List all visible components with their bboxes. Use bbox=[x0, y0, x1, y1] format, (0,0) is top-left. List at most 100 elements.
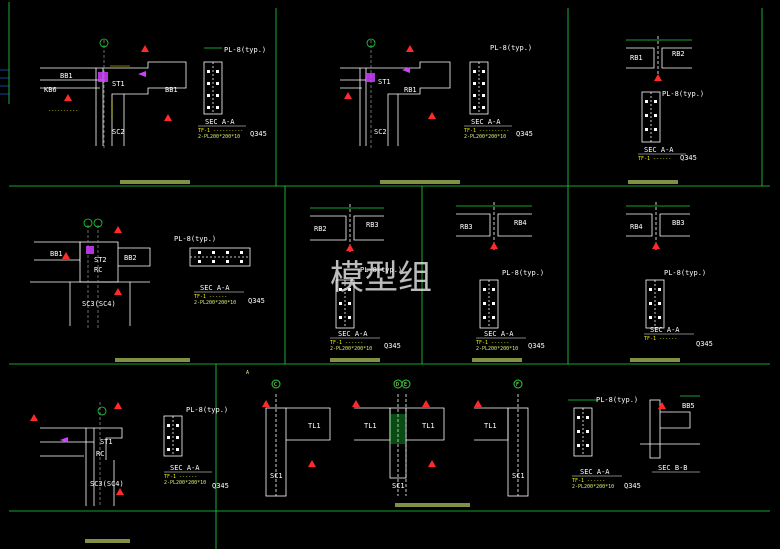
svg-text:TF-1 ------: TF-1 ------ bbox=[330, 340, 363, 346]
svg-text:TF-1 ----------: TF-1 ---------- bbox=[464, 128, 509, 134]
plate-label-4: PL-8(typ.) bbox=[174, 235, 216, 243]
svg-text:----------: ---------- bbox=[48, 108, 78, 114]
material-label-3: Q345 bbox=[680, 154, 697, 162]
member-label-st2-4: ST2 bbox=[94, 256, 107, 264]
detail-captions bbox=[85, 180, 680, 543]
sec-aa-label-5: SEC A-A bbox=[338, 330, 368, 338]
member-label-rb3-5: RB3 bbox=[366, 221, 379, 229]
member-label-rb1-3: RB1 bbox=[630, 54, 643, 62]
detail-1: BB1 KB6 BB1 ST1 SC2 ---------- PL-8(typ.… bbox=[40, 38, 267, 150]
svg-text:2-PL200*200*10: 2-PL200*200*10 bbox=[194, 300, 236, 306]
plate-label-10: PL-8(typ.) bbox=[596, 396, 638, 404]
svg-text:TF-1 ------: TF-1 ------ bbox=[476, 340, 509, 346]
detail-4: BB1 BB2 ST2 RC SC3(SC4) PL-8(typ.) SEC A… bbox=[30, 218, 265, 330]
svg-text:2-PL200*200*10: 2-PL200*200*10 bbox=[164, 480, 206, 486]
svg-text:TF-1 ------: TF-1 ------ bbox=[572, 478, 605, 484]
sec-aa-label-7: SEC A-A bbox=[650, 326, 680, 334]
material-label-10: Q345 bbox=[624, 482, 641, 490]
sec-aa-label-3: SEC A-A bbox=[644, 146, 674, 154]
sec-aa-label-4: SEC A-A bbox=[200, 284, 230, 292]
detail-6: RB3 RB4 PL-8(typ.) SEC A-A TF-1 ------ 2… bbox=[456, 202, 545, 352]
plate-label-5: PL-8(typ.) bbox=[360, 266, 402, 274]
sec-bb-label-10: SEC B-B bbox=[658, 464, 688, 472]
grid-bubble-f bbox=[513, 379, 523, 389]
detail-5: RB2 RB3 PL-8(typ.) SEC A-A TF-1 ------ 2… bbox=[310, 204, 402, 352]
svg-text:2-PL200*200*10: 2-PL200*200*10 bbox=[330, 346, 372, 352]
member-label-st1-8: ST1 bbox=[100, 438, 113, 446]
svg-text:TF-1 ------: TF-1 ------ bbox=[638, 156, 671, 162]
member-label-sc1-d: SC1 bbox=[392, 482, 405, 490]
plate-label-6: PL-8(typ.) bbox=[502, 269, 544, 277]
member-label-bb2-4: BB2 bbox=[124, 254, 137, 262]
sec-aa-label-1: SEC A-A bbox=[205, 118, 235, 126]
svg-text:TF-1 ----------: TF-1 ---------- bbox=[198, 128, 243, 134]
svg-text:2-PL200*200*10: 2-PL200*200*10 bbox=[476, 346, 518, 352]
member-label-rb2-3: RB2 bbox=[672, 50, 685, 58]
member-label-bb1-4: BB1 bbox=[50, 250, 63, 258]
material-label-4: Q345 bbox=[248, 297, 265, 305]
member-label-bb1: BB1 bbox=[60, 72, 73, 80]
member-label-rb2-5: RB2 bbox=[314, 225, 327, 233]
material-label-5: Q345 bbox=[384, 342, 401, 350]
member-label-bb1-right: BB1 bbox=[165, 86, 178, 94]
detail-2: RB1 ST1 SC2 PL-8(typ.) SEC A-A TF-1 ----… bbox=[340, 38, 533, 150]
member-label-sc2-2: SC2 bbox=[374, 128, 387, 136]
plate-label-8: PL-8(typ.) bbox=[186, 406, 228, 414]
member-label-bb3-7: BB3 bbox=[672, 219, 685, 227]
plate-label-2: PL-8(typ.) bbox=[490, 44, 532, 52]
grid-bubble-c-label: C bbox=[274, 382, 277, 388]
detail-7: RB4 BB3 PL-8(typ.) SEC A-A TF-1 ------ Q… bbox=[626, 202, 713, 348]
member-label-kb6: KB6 bbox=[44, 86, 57, 94]
member-label-tl1-e: TL1 bbox=[422, 422, 435, 430]
member-label-tl1-c: TL1 bbox=[308, 422, 321, 430]
plate-label-7: PL-8(typ.) bbox=[664, 269, 706, 277]
member-label-rb1-2: RB1 bbox=[404, 86, 417, 94]
member-label-sc3-4: SC3(SC4) bbox=[82, 300, 116, 308]
material-label-8: Q345 bbox=[212, 482, 229, 490]
member-label-tl1-f: TL1 bbox=[484, 422, 497, 430]
marker-label: A bbox=[246, 370, 249, 376]
sheet-frame bbox=[8, 2, 770, 549]
member-label-rc-8: RC bbox=[96, 450, 104, 458]
grid-bubble-c bbox=[271, 379, 281, 389]
plate-label-3: PL-8(typ.) bbox=[662, 90, 704, 98]
member-label-rb3-6: RB3 bbox=[460, 223, 473, 231]
sec-aa-label-2: SEC A-A bbox=[471, 118, 501, 126]
svg-text:2-PL200*200*10: 2-PL200*200*10 bbox=[198, 134, 240, 140]
svg-text:2-PL200*200*10: 2-PL200*200*10 bbox=[572, 484, 614, 490]
material-label-6: Q345 bbox=[528, 342, 545, 350]
member-label-tl1-d: TL1 bbox=[364, 422, 377, 430]
grid-bubble-e-label: E bbox=[404, 382, 407, 388]
member-label-sc1-c: SC1 bbox=[270, 472, 283, 480]
detail-8: ST1 RC SC3(SC4) PL-8(typ.) SEC A-A TF-1 … bbox=[30, 402, 229, 506]
svg-text:TF-1 ------: TF-1 ------ bbox=[194, 294, 227, 300]
sec-aa-label-6: SEC A-A bbox=[484, 330, 514, 338]
plate-label-1: PL-8(typ.) bbox=[224, 46, 266, 54]
material-label-2: Q345 bbox=[516, 130, 533, 138]
member-label-rc-4: RC bbox=[94, 266, 102, 274]
member-label-sc3-8: SC3(SC4) bbox=[90, 480, 124, 488]
member-label-rb4-7: RB4 bbox=[630, 223, 643, 231]
svg-text:TF-1 ------: TF-1 ------ bbox=[644, 336, 677, 342]
material-label-7: Q345 bbox=[696, 340, 713, 348]
material-label-1: Q345 bbox=[250, 130, 267, 138]
watermark: 模型组 bbox=[330, 258, 432, 298]
svg-text:TF-1 ------: TF-1 ------ bbox=[164, 474, 197, 480]
grid-bubble-e bbox=[401, 379, 411, 389]
member-label-sc2: SC2 bbox=[112, 128, 125, 136]
detail-3: RB1 RB2 PL-8(typ.) SEC A-A TF-1 ------ Q… bbox=[626, 36, 704, 162]
svg-text:2-PL200*200*10: 2-PL200*200*10 bbox=[464, 134, 506, 140]
sec-aa-label-10: SEC A-A bbox=[580, 468, 610, 476]
member-label-st1: ST1 bbox=[112, 80, 125, 88]
member-label-rb4-6: RB4 bbox=[514, 219, 527, 227]
grid-bubble-f-label: F bbox=[516, 382, 519, 388]
grid-bubble-d-label: D bbox=[396, 382, 399, 388]
left-tick-marks bbox=[0, 69, 9, 95]
member-label-bb5-10: BB5 bbox=[682, 402, 695, 410]
detail-10: PL-8(typ.) SEC A-A TF-1 ------ 2-PL200*2… bbox=[568, 395, 700, 490]
member-label-sc1-f: SC1 bbox=[512, 472, 525, 480]
detail-9: C D E F TL1 TL1 TL1 TL1 SC1 SC1 SC1 bbox=[262, 379, 529, 497]
sec-aa-label-8: SEC A-A bbox=[170, 464, 200, 472]
member-label-st1-2: ST1 bbox=[378, 78, 391, 86]
